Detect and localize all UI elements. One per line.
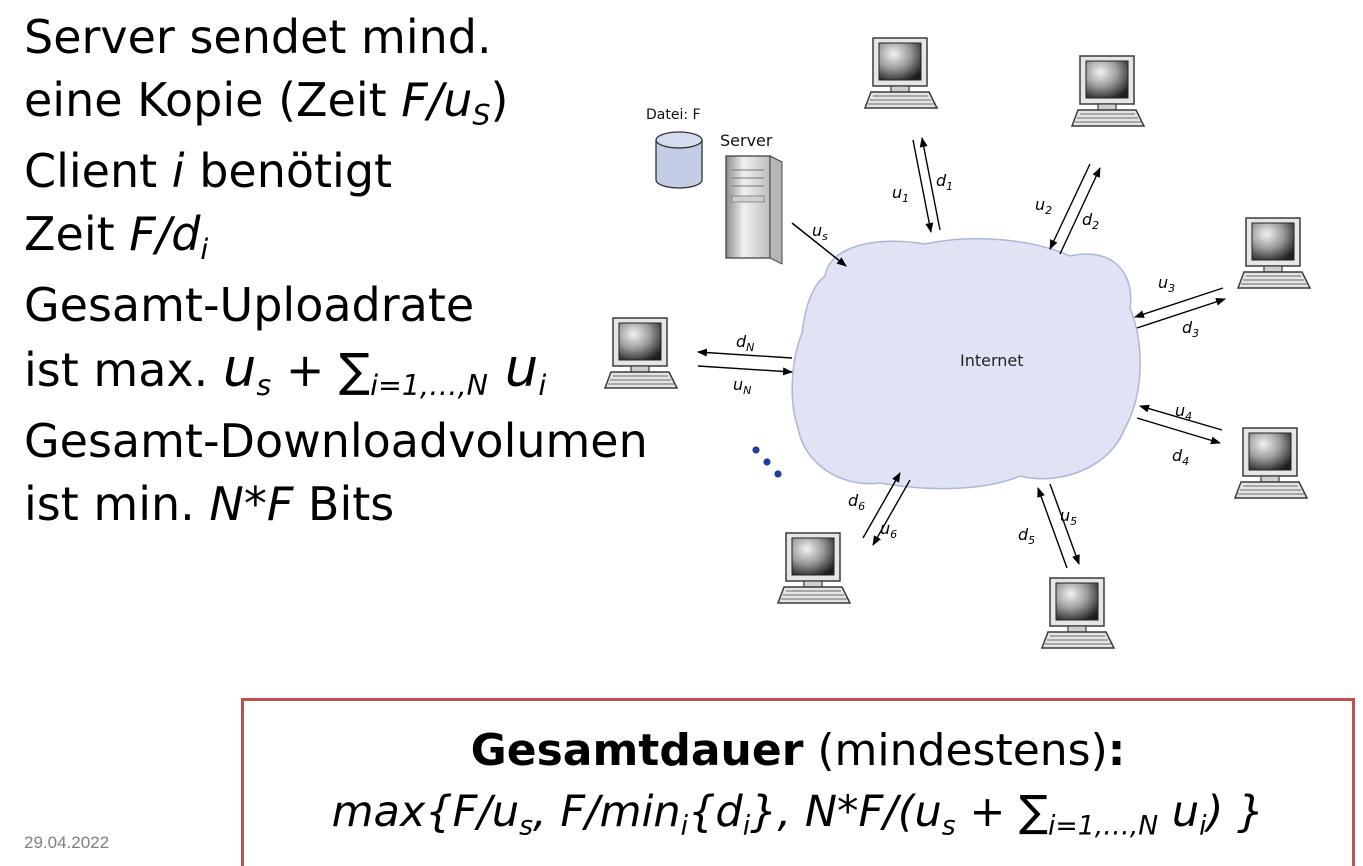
server-icon: [725, 155, 783, 265]
link-label-u1: u1: [892, 183, 909, 205]
database-icon: [655, 131, 703, 189]
upload-arrow: [1139, 404, 1223, 431]
link-label-u6: u6: [880, 519, 897, 541]
formula-title: Gesamtdauer (mindestens):: [470, 725, 1126, 776]
server-upload-arrow: [791, 222, 847, 267]
download-arrow: [872, 479, 911, 546]
bullet-download-line2: ist min. N*F Bits: [24, 477, 395, 531]
bullet-list: Server sendet mind. eine Kopie (Zeit F/u…: [24, 6, 784, 536]
computer-icon: [604, 317, 678, 389]
bullet-client-line2: Zeit F/di: [24, 207, 209, 267]
p2p-network-diagram: Internet Datei: F Server us u1 d1 u2 d2 …: [604, 37, 1311, 649]
slide-date: 29.04.2022: [24, 833, 110, 852]
formula-expression: max{F/us, F/mini{di}, N*F/(us + ∑i=1,…,N…: [331, 787, 1265, 842]
upload-arrow: [1037, 487, 1068, 569]
link-label-u5: u5: [1060, 506, 1077, 528]
link-label-u3: u3: [1158, 273, 1175, 295]
bullet-server-line2: eine Kopie (Zeit F/uS): [24, 73, 509, 133]
link-label-d3: d3: [1182, 318, 1199, 340]
link-label-d1: d1: [936, 171, 953, 193]
computer-icon: [1237, 217, 1311, 289]
link-label-d2: d2: [1082, 210, 1099, 232]
upload-arrow: [862, 472, 901, 539]
computer-icon: [1041, 577, 1115, 649]
upload-arrow: [1049, 163, 1091, 250]
download-arrow: [1136, 298, 1226, 329]
download-arrow: [1136, 417, 1221, 445]
formula-box: Gesamtdauer (mindestens): max{F/us, F/mi…: [241, 698, 1355, 866]
link-label-uN: uN: [733, 375, 751, 397]
server-upload-label: us: [812, 221, 828, 243]
link-label-u4: u4: [1175, 401, 1192, 423]
internet-label: Internet: [960, 351, 1024, 370]
link-label-u2: u2: [1035, 195, 1052, 217]
link-label-d5: d5: [1018, 525, 1035, 547]
link-label-d6: d6: [848, 491, 865, 513]
internet-cloud: [791, 237, 1141, 490]
bullet-download-line1: Gesamt-Downloadvolumen: [24, 414, 648, 468]
link-label-d4: d4: [1172, 446, 1189, 468]
ellipsis-dots: [752, 446, 782, 478]
upload-arrow: [697, 365, 793, 376]
bullet-upload-line1: Gesamt-Uploadrate: [24, 278, 475, 332]
bullet-client-line1: Client i benötigt: [24, 144, 393, 198]
bullet-server-line1: Server sendet mind.: [24, 10, 492, 64]
download-arrow: [1059, 167, 1101, 255]
upload-arrow: [912, 139, 934, 233]
computer-icon: [864, 37, 938, 109]
download-arrow: [919, 137, 941, 231]
download-arrow: [1049, 483, 1080, 565]
computer-icon: [777, 532, 851, 604]
bullet-upload-line2: ist max. us + ∑i=1,…,N ui: [24, 338, 547, 403]
link-label-dN: dN: [736, 332, 754, 354]
upload-arrow: [1134, 287, 1224, 318]
file-label: Datei: F: [646, 107, 701, 123]
computer-icon: [1071, 55, 1145, 127]
computer-icon: [1234, 427, 1308, 499]
download-arrow: [697, 348, 793, 359]
server-label: Server: [720, 131, 773, 150]
